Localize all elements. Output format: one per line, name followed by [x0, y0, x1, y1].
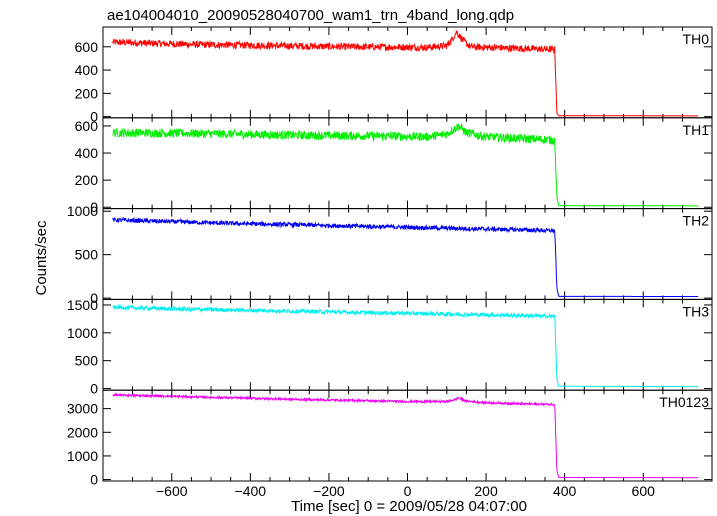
- y-tick-label: 0: [90, 381, 98, 397]
- y-tick-label: 2000: [67, 424, 98, 440]
- y-tick-label: 3000: [67, 401, 98, 417]
- x-tick-label: −600: [156, 483, 188, 499]
- x-tick-label: 200: [474, 483, 498, 499]
- chart-title: ae104004010_20090528040700_wam1_trn_4ban…: [107, 7, 514, 24]
- panel-label-th0: TH0: [683, 31, 710, 47]
- x-tick-label: 400: [553, 483, 577, 499]
- y-tick-label: 200: [75, 172, 99, 188]
- y-tick-label: 0: [90, 472, 98, 488]
- y-tick-label: 400: [75, 62, 99, 78]
- panel-label-th3: TH3: [683, 303, 710, 319]
- y-tick-label: 1000: [67, 325, 98, 341]
- y-axis-label: Counts/sec: [33, 220, 50, 296]
- y-tick-label: 1000: [67, 203, 98, 219]
- y-tick-label: 0: [90, 199, 98, 215]
- panel-label-th1: TH1: [683, 122, 710, 138]
- series-line-th3: [112, 303, 699, 388]
- y-tick-label: 1000: [67, 448, 98, 464]
- y-tick-label: 200: [75, 85, 99, 101]
- y-tick-label: 0: [90, 109, 98, 125]
- y-tick-label: 400: [75, 145, 99, 161]
- series-line-th0: [112, 30, 699, 117]
- panel-label-th2: TH2: [683, 213, 710, 229]
- x-tick-label: 0: [404, 483, 412, 499]
- y-tick-label: 1500: [67, 297, 98, 313]
- x-tick-label: 600: [632, 483, 656, 499]
- x-tick-label: −400: [235, 483, 267, 499]
- y-tick-label: 600: [75, 118, 99, 134]
- series-line-th1: [112, 122, 699, 207]
- x-axis-label: Time [sec] 0 = 2009/05/28 04:07:00: [291, 498, 527, 515]
- panel-frame-th0: [102, 26, 713, 119]
- panel-frame-th0123: [102, 389, 713, 482]
- y-tick-label: 500: [75, 247, 99, 263]
- x-tick-label: −200: [313, 483, 345, 499]
- panel-label-th0123: TH0123: [659, 394, 709, 410]
- series-line-th0123: [112, 392, 699, 479]
- y-tick-label: 500: [75, 353, 99, 369]
- y-tick-label: 0: [90, 290, 98, 306]
- y-tick-label: 600: [75, 39, 99, 55]
- series-line-th2: [112, 216, 699, 297]
